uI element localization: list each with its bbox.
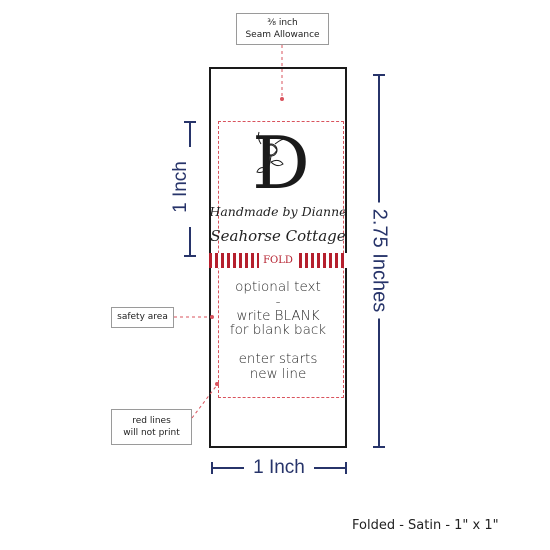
safety-area-text: safety area <box>117 312 168 322</box>
fold-label: FOLD <box>259 253 297 268</box>
seam-allowance-text: Seam Allowance <box>245 30 320 40</box>
red-lines-callout: red lines will not print <box>111 409 192 445</box>
optional-text-line-3: write BLANK <box>236 308 320 324</box>
height-top-dimension-label: 1 Inch <box>170 147 192 227</box>
handmade-by-text: Handmade by Dianne <box>209 204 347 219</box>
seam-allowance-callout: ⅜ inch Seam Allowance <box>236 13 329 45</box>
red-lines-text-1: red lines <box>132 416 171 426</box>
monogram: D <box>247 121 315 205</box>
monogram-flower-icon: D <box>252 121 310 205</box>
red-lines-leader-dot <box>215 382 219 386</box>
width-dimension-label: 1 Inch <box>244 457 314 479</box>
red-lines-text-2: will not print <box>123 428 180 438</box>
optional-text-line-2: - <box>275 294 281 310</box>
enter-note-line-2: new line <box>249 366 307 382</box>
total-height-dimension-label: 2.75 Inches <box>367 202 391 319</box>
safety-area-callout: safety area <box>111 307 174 328</box>
business-name-text: Seahorse Cottage <box>210 227 346 245</box>
optional-text-line-4: for blank back <box>229 322 327 338</box>
monogram-letter: D <box>252 122 310 194</box>
red-lines-leader-line <box>191 384 218 419</box>
optional-text-line-1: optional text <box>235 279 321 295</box>
safety-leader-dot <box>210 315 214 319</box>
product-caption: Folded - Satin - 1" x 1" <box>352 518 499 533</box>
enter-note-line-1: enter starts <box>238 351 318 367</box>
seam-allowance-fraction: ⅜ inch <box>267 18 298 28</box>
seam-leader-dot <box>280 97 284 101</box>
